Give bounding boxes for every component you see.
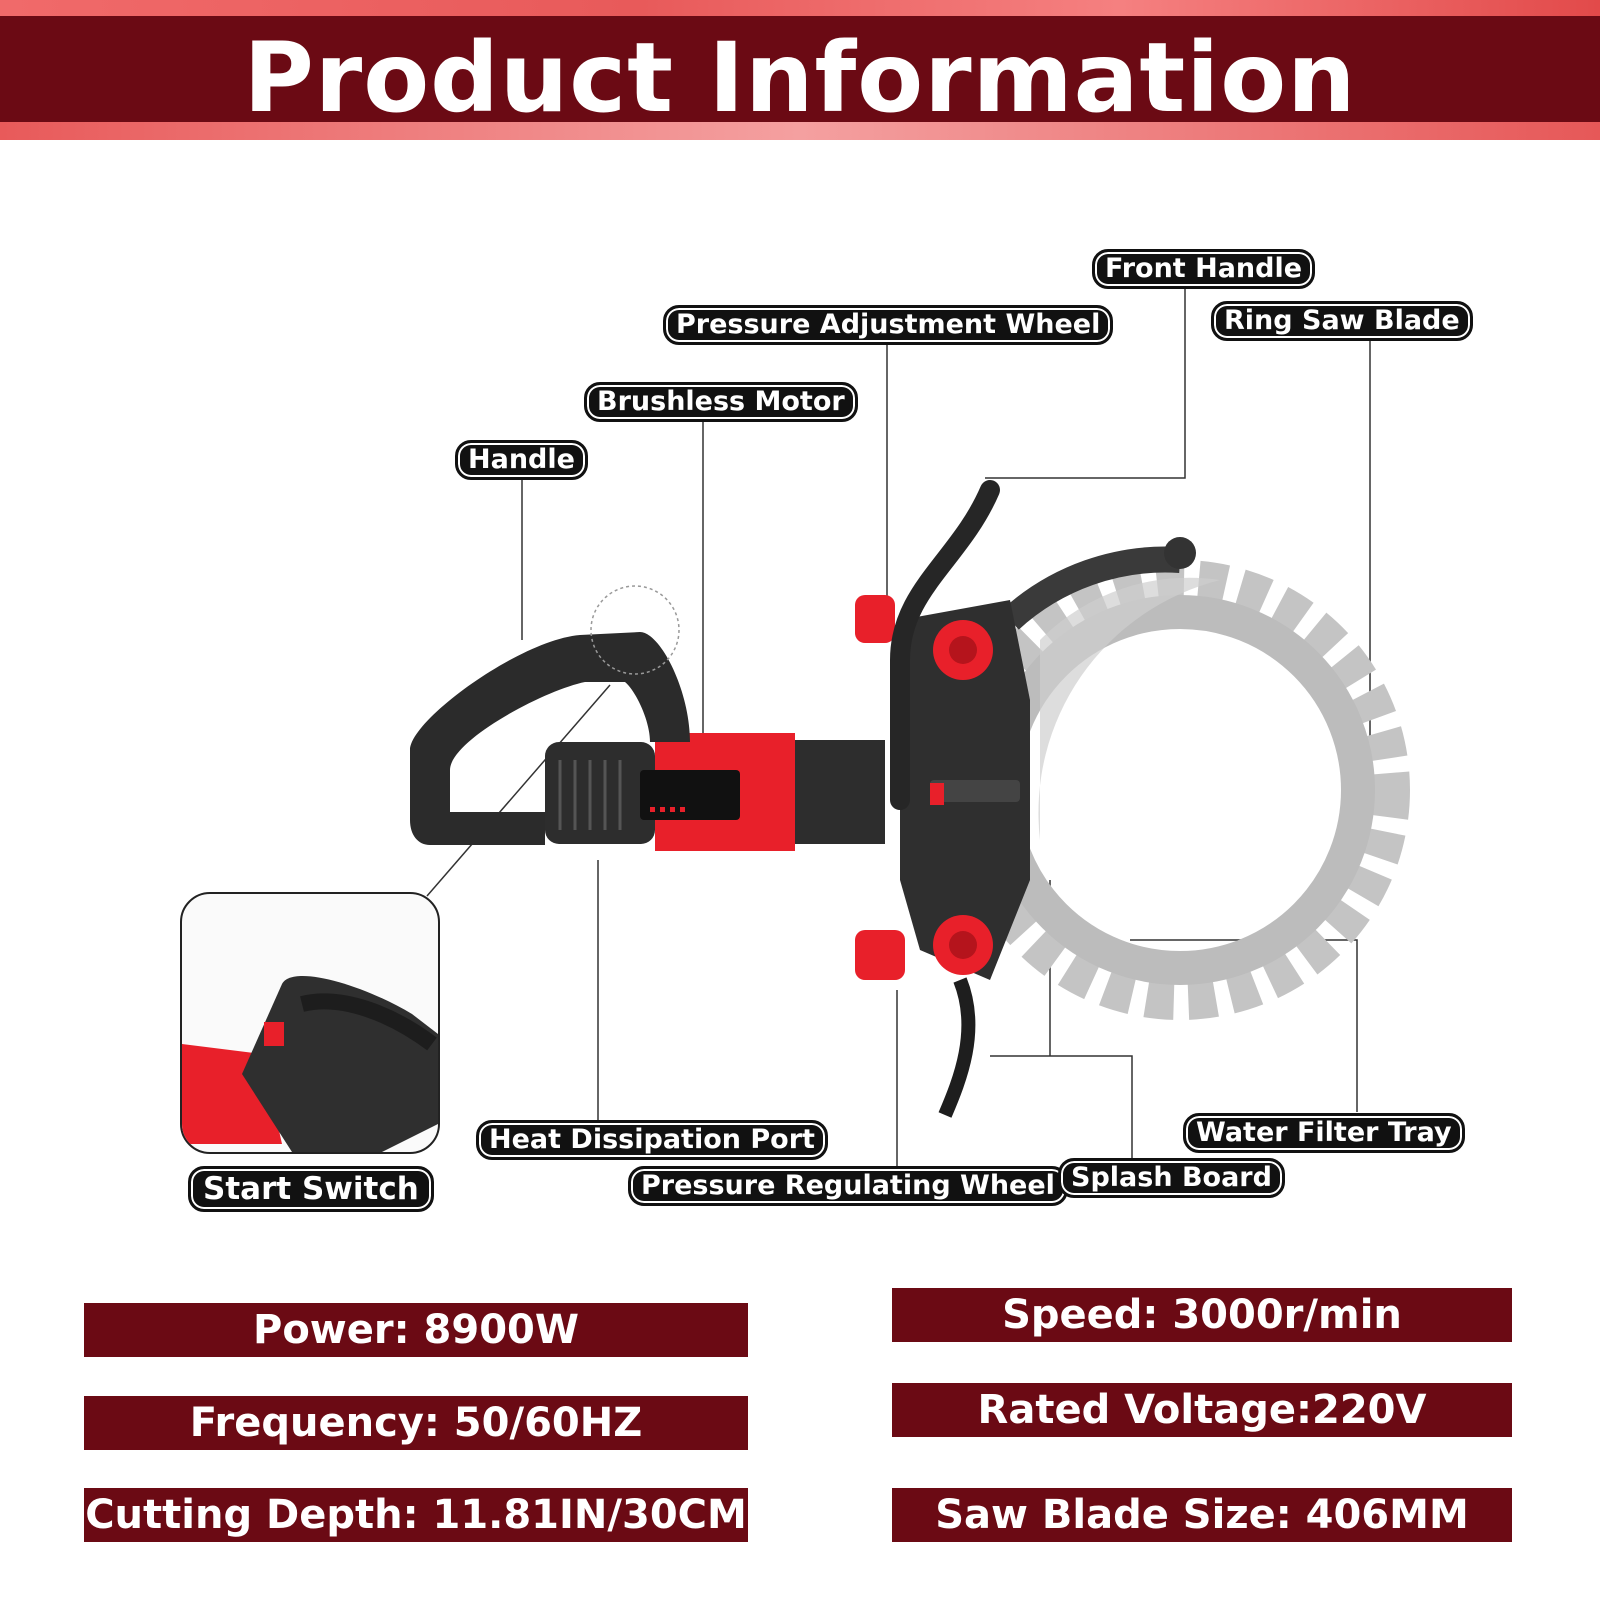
callout-handle: Handle xyxy=(455,440,588,480)
spec-power: Power: 8900W xyxy=(84,1303,748,1357)
callout-heat-dissipation-port: Heat Dissipation Port xyxy=(476,1120,828,1160)
leader-lines xyxy=(426,275,1371,1168)
front-handle-graphic xyxy=(890,480,1000,810)
head-housing-graphic xyxy=(850,595,1030,1118)
callout-pressure-regulating-wheel: Pressure Regulating Wheel xyxy=(628,1166,1068,1206)
page-title: Product Information xyxy=(243,22,1357,134)
motor-body-graphic xyxy=(545,733,885,851)
ring-saw-blade-graphic xyxy=(950,537,1410,1020)
callout-water-filter-tray: Water Filter Tray xyxy=(1183,1113,1465,1153)
title-banner: Product Information xyxy=(0,0,1600,140)
start-switch-closeup xyxy=(182,975,438,1152)
callout-splash-board: Splash Board xyxy=(1058,1158,1285,1198)
callout-front-handle: Front Handle xyxy=(1092,249,1316,289)
spec-blade-size: Saw Blade Size: 406MM xyxy=(892,1488,1512,1542)
banner-stripe-top xyxy=(0,0,1600,16)
callout-brushless-motor: Brushless Motor xyxy=(584,382,858,422)
start-switch-inset xyxy=(180,892,440,1154)
callout-start-switch: Start Switch xyxy=(188,1166,434,1212)
callout-ring-saw-blade: Ring Saw Blade xyxy=(1211,301,1473,341)
spec-speed: Speed: 3000r/min xyxy=(892,1288,1512,1342)
spec-cutting-depth: Cutting Depth: 11.81IN/30CM xyxy=(84,1488,748,1542)
spec-frequency: Frequency: 50/60HZ xyxy=(84,1396,748,1450)
banner-stripe-bottom xyxy=(0,122,1600,140)
spec-rated-voltage: Rated Voltage:220V xyxy=(892,1383,1512,1437)
callout-pressure-adjustment-wheel: Pressure Adjustment Wheel xyxy=(663,305,1114,345)
rear-handle-graphic xyxy=(410,585,690,845)
